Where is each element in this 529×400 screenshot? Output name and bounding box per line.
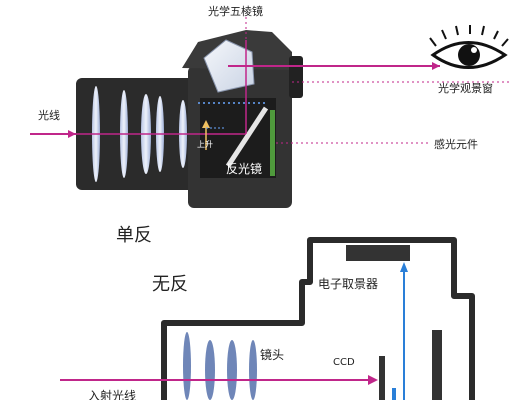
ray-to-eye-arrowhead [432, 62, 440, 70]
signal-to-evf-arrowhead [400, 262, 408, 272]
mirror-raise-arrowhead [202, 120, 210, 128]
mirrorless-lens-element-4 [249, 340, 257, 400]
label-mirror: 反光镜 [226, 161, 262, 176]
mirrorless-lens-element-2 [205, 340, 215, 400]
label-raise: 上升 [197, 140, 213, 149]
ccd-sensor [379, 356, 385, 400]
label-sensor: 感光元件 [434, 137, 478, 151]
caption-dslr: 单反 [116, 225, 152, 246]
dslr-sensor [270, 110, 275, 176]
dslr-eyepiece [289, 56, 303, 98]
label-pentaprism: 光学五棱镜 [208, 4, 263, 18]
label-ccd: CCD [333, 357, 355, 368]
eye-icon [429, 25, 509, 69]
rear-panel [432, 330, 442, 400]
label-evf: 电子取景器 [318, 277, 378, 291]
label-incident: 入射光线 [88, 388, 136, 400]
label-light: 光线 [38, 108, 60, 122]
caption-mirrorless: 无反 [152, 274, 188, 295]
mirrorless-camera [161, 237, 475, 400]
mirrorless-body-outline [161, 237, 475, 400]
label-viewfinder: 光学观景窗 [438, 81, 493, 95]
sensor-mark [392, 388, 396, 400]
evf-screen [346, 245, 410, 261]
incident-ray-arrowhead [368, 375, 378, 385]
incoming-ray-arrowhead [68, 130, 76, 138]
dslr-camera [76, 30, 303, 208]
mirrorless-lens-element-1 [183, 332, 191, 400]
label-lens: 镜头 [260, 347, 284, 362]
mirrorless-light-paths [60, 262, 408, 400]
mirrorless-lens-element-3 [227, 340, 237, 400]
reflex-mirror [225, 106, 269, 168]
dslr-light-paths [30, 17, 510, 150]
